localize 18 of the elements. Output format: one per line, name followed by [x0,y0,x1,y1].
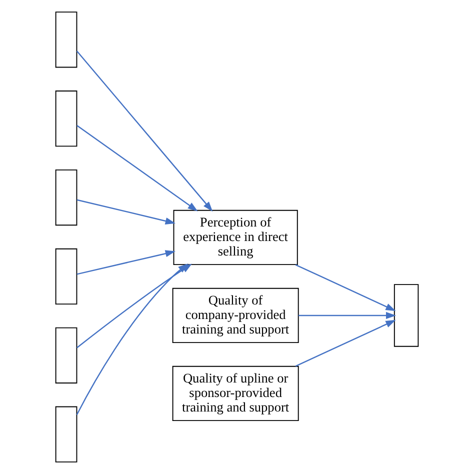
arrow [76,264,188,416]
arrow [295,264,396,312]
arrow [76,50,213,212]
node-box: Quality of upline or sponsor-provided training and support [172,366,299,422]
node-box: Perception of experience in direct selling [173,210,298,266]
arrow [76,250,176,275]
node-box [55,248,78,305]
node-box [55,169,78,226]
node-box [55,12,78,68]
node-box [55,406,78,462]
arrow [76,199,176,224]
arrow [298,312,396,319]
arrow [295,320,396,367]
node-box [55,90,78,147]
node-box: Quality of company-provided training and support [172,288,299,344]
arrow [76,124,198,212]
node-box [55,327,78,384]
node-box [394,284,419,347]
